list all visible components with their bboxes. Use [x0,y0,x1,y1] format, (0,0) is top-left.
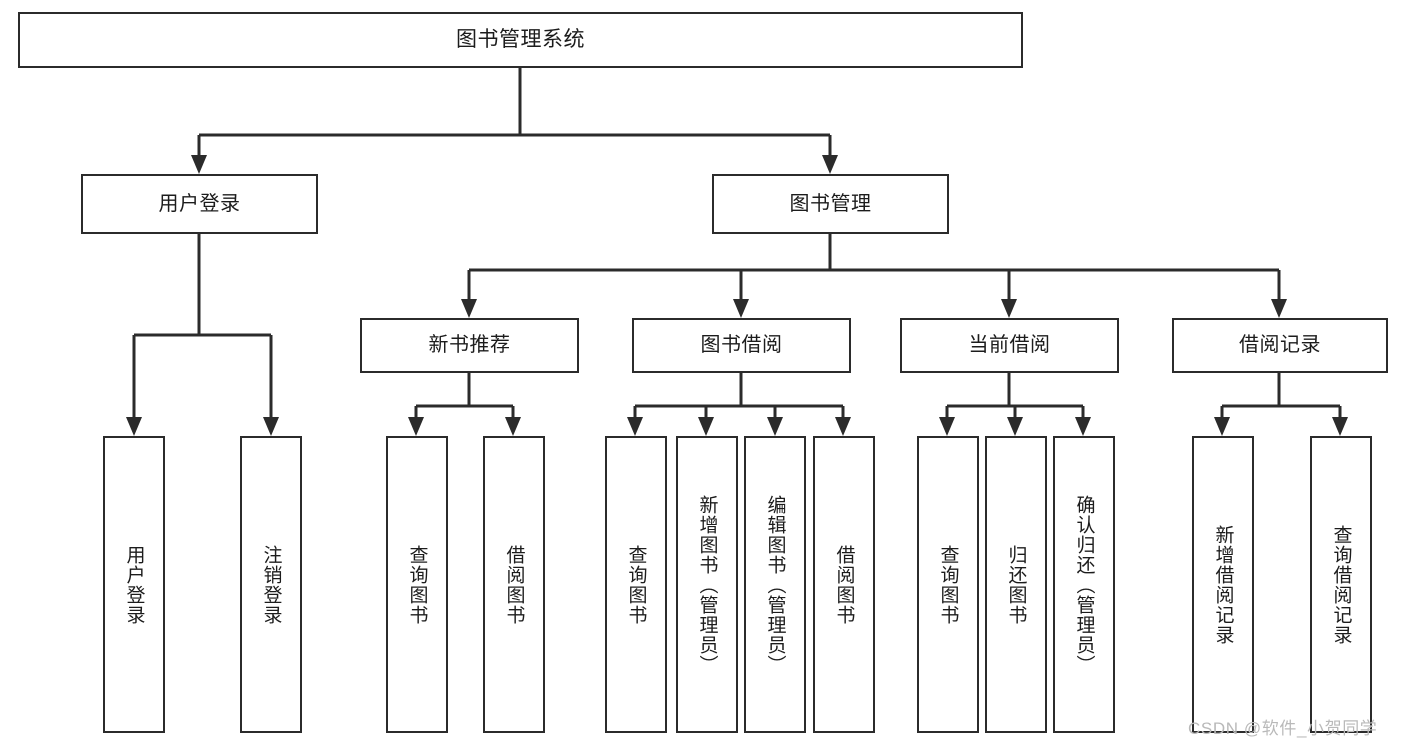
node-label: 编辑图书（管理员） [764,494,786,675]
node-new-book-rec[interactable]: 新书推荐 [360,318,579,373]
node-label: 借阅图书 [833,544,855,625]
node-current-borrow[interactable]: 当前借阅 [900,318,1119,373]
node-label: 新增借阅记录 [1212,524,1234,645]
node-leaf-logout[interactable]: 注销登录 [240,436,302,733]
node-label: 注销登录 [260,544,282,625]
node-label: 借阅记录 [1239,334,1321,356]
node-label: 当前借阅 [968,334,1051,356]
node-label: 查询图书 [625,544,647,625]
node-label: 查询图书 [406,544,428,625]
node-label: 新书推荐 [428,334,511,356]
node-leaf-return-book[interactable]: 归还图书 [985,436,1047,733]
node-leaf-query-book-b[interactable]: 查询图书 [605,436,667,733]
node-label: 图书借阅 [700,334,783,356]
node-leaf-confirm-return[interactable]: 确认归还（管理员） [1053,436,1115,733]
node-label: 查询借阅记录 [1330,524,1352,645]
node-leaf-user-login[interactable]: 用户登录 [103,436,165,733]
node-leaf-query-book-c[interactable]: 查询图书 [917,436,979,733]
node-label: 新增图书（管理员） [696,494,718,675]
node-label: 用户登录 [158,192,241,215]
node-label: 确认归还（管理员） [1073,494,1095,675]
node-label: 图书管理 [789,192,872,215]
node-leaf-add-record[interactable]: 新增借阅记录 [1192,436,1254,733]
node-leaf-borrow-book-rec[interactable]: 借阅图书 [483,436,545,733]
node-label: 图书管理系统 [456,27,585,51]
node-book-manage[interactable]: 图书管理 [712,174,949,234]
node-label: 用户登录 [123,544,145,625]
node-label: 查询图书 [937,544,959,625]
node-root-root[interactable]: 图书管理系统 [18,12,1023,68]
watermark-text: CSDN @软件_小贺同学 [1188,719,1378,738]
node-label: 借阅图书 [503,544,525,625]
node-leaf-borrow-book-b[interactable]: 借阅图书 [813,436,875,733]
node-borrow-record[interactable]: 借阅记录 [1172,318,1388,373]
node-label: 归还图书 [1005,544,1027,625]
node-user-login[interactable]: 用户登录 [81,174,318,234]
node-leaf-query-record[interactable]: 查询借阅记录 [1310,436,1372,733]
node-leaf-add-book[interactable]: 新增图书（管理员） [676,436,738,733]
node-leaf-edit-book[interactable]: 编辑图书（管理员） [744,436,806,733]
node-leaf-query-book-rec[interactable]: 查询图书 [386,436,448,733]
node-book-borrow[interactable]: 图书借阅 [632,318,851,373]
